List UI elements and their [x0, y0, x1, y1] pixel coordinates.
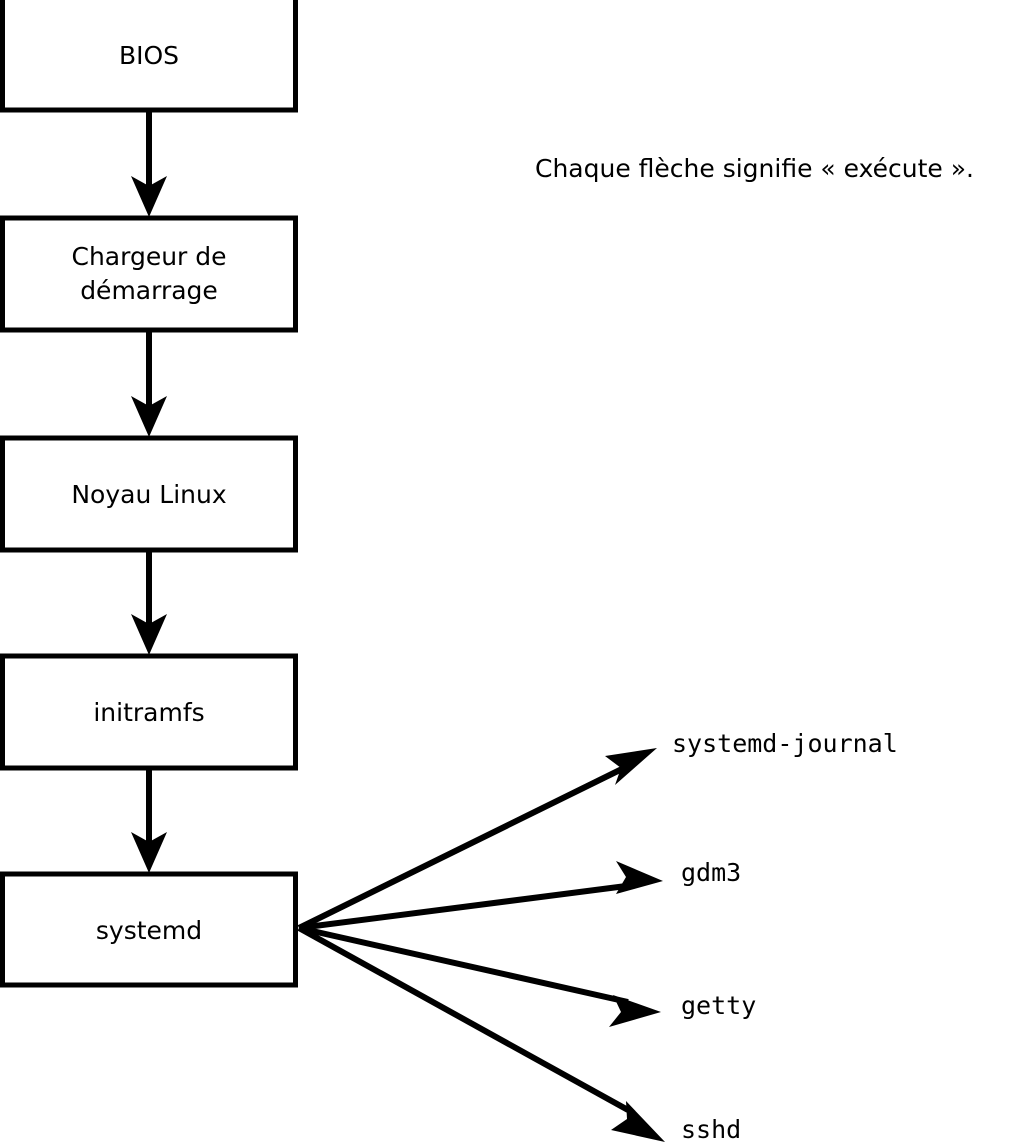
arrow-bootloader-to-kernel-head [131, 396, 167, 437]
node-systemd[interactable]: systemd [0, 871, 298, 988]
arrow-systemd-to-getty-head [609, 995, 661, 1027]
node-systemd-label: systemd [96, 916, 202, 945]
diagram-caption: Chaque flèche signifie « exécute ». [535, 154, 974, 183]
node-bios[interactable]: BIOS [0, 0, 298, 113]
arrow-systemd-to-sshd [297, 925, 665, 1142]
arrow-systemd-to-systemd-journal-head [605, 748, 657, 785]
service-label-getty: getty [681, 991, 756, 1020]
node-bootloader-label-line1: Chargeur de [71, 242, 226, 271]
node-systemd-rect [0, 871, 298, 988]
node-bios-rect [0, 0, 298, 113]
arrow-systemd-to-gdm3-line [298, 882, 635, 931]
arrow-systemd-to-systemd-journal-line [297, 763, 630, 931]
arrow-systemd-to-sshd-head [611, 1101, 665, 1142]
arrow-systemd-to-gdm3-head [616, 861, 663, 894]
node-initramfs-rect [0, 653, 298, 771]
node-kernel-rect [0, 435, 298, 553]
arrow-kernel-to-initramfs-head [131, 614, 167, 655]
arrow-bootloader-to-kernel [131, 330, 167, 437]
node-bootloader-label-line2: démarrage [80, 276, 218, 305]
node-initramfs-label: initramfs [93, 698, 204, 727]
arrow-kernel-to-initramfs [131, 550, 167, 655]
node-bootloader-rect [0, 215, 298, 333]
arrow-systemd-to-getty-line [298, 925, 629, 1005]
arrow-initramfs-to-systemd-head [131, 832, 167, 873]
node-initramfs[interactable]: initramfs [0, 653, 298, 771]
arrow-systemd-to-getty [298, 925, 661, 1027]
service-label-systemd-journal: systemd-journal [672, 729, 898, 758]
arrow-systemd-to-gdm3 [298, 861, 663, 931]
arrow-initramfs-to-systemd [131, 768, 167, 873]
node-kernel[interactable]: Noyau Linux [0, 435, 298, 553]
arrow-bios-to-bootloader [131, 110, 167, 217]
service-label-gdm3: gdm3 [681, 858, 741, 887]
arrow-systemd-to-sshd-line [297, 925, 630, 1113]
node-bios-label: BIOS [119, 41, 179, 70]
arrow-systemd-to-systemd-journal [297, 748, 657, 931]
node-bootloader[interactable]: Chargeur de démarrage [0, 215, 298, 333]
node-kernel-label: Noyau Linux [71, 480, 226, 509]
arrow-bios-to-bootloader-head [131, 176, 167, 217]
service-label-sshd: sshd [681, 1115, 741, 1144]
